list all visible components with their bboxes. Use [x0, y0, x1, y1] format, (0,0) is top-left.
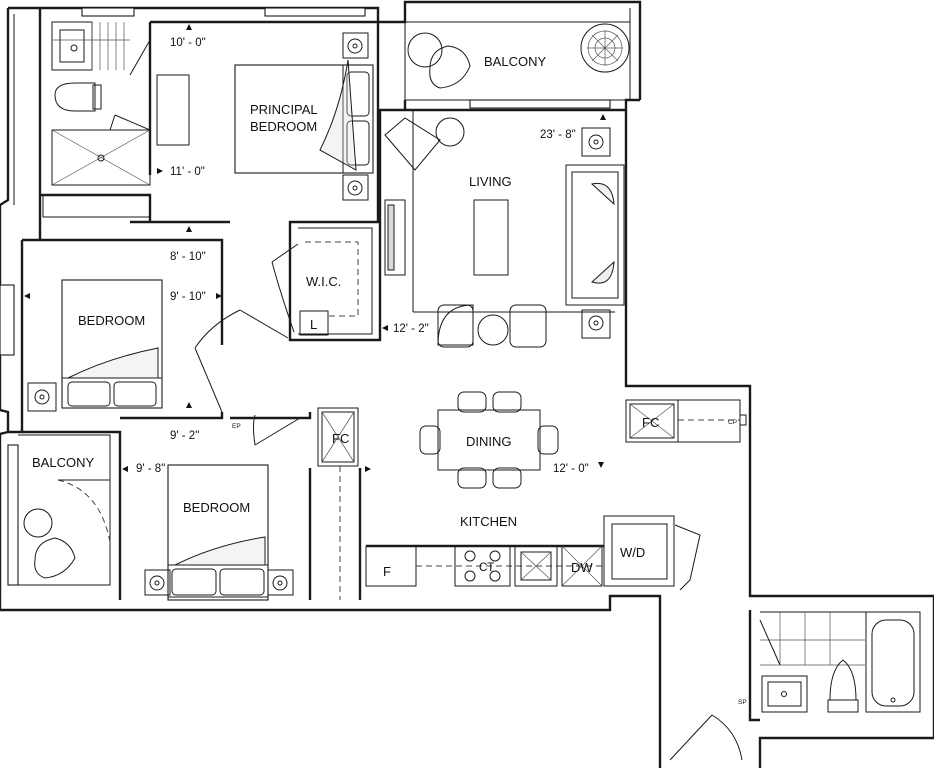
principal-bedroom-label-1: PRINCIPAL: [250, 102, 318, 117]
dim-principal-width: 10' - 0": [170, 37, 206, 49]
walk-in-closet: W.I.C. L: [271, 227, 373, 336]
fan-coil-1-label: FC: [332, 431, 349, 446]
bedroom-2: BEDROOM: [27, 194, 163, 412]
dim-dining-depth: 12' - 0": [553, 463, 589, 475]
entry-door: [669, 714, 743, 761]
ep-tag: EP: [232, 423, 241, 430]
dim-bedroom3-width: 9' - 8": [136, 463, 165, 475]
living-room: LIVING: [384, 110, 625, 348]
dim-principal-depth: 11' - 0": [170, 166, 205, 178]
top-windows: [0, 7, 611, 586]
sp-tag: SP: [738, 699, 747, 706]
dim-bedroom2-depth: 9' - 10": [170, 291, 206, 303]
linen-label: L: [310, 317, 317, 332]
main-bathroom: SP: [738, 610, 921, 722]
principal-ensuite: [51, 21, 190, 186]
bedroom3-label: BEDROOM: [183, 500, 250, 515]
bedroom-3: BEDROOM: [144, 309, 301, 601]
fan-coil-2-label: FC: [642, 415, 659, 430]
fridge-label: F: [383, 564, 391, 579]
cooktop-label: CT: [479, 562, 494, 574]
dimension-labels: 10' - 0" 11' - 0" 23' - 8" 12' - 2" 8' -…: [24, 24, 606, 475]
planter-icon: [580, 23, 630, 73]
kitchen-label: KITCHEN: [460, 514, 517, 529]
bar-stools: [437, 304, 547, 348]
laundry-label: W/D: [620, 545, 645, 560]
fan-coil-2: FC CP: [625, 399, 747, 443]
living-label: LIVING: [469, 174, 512, 189]
dining-label: DINING: [466, 434, 512, 449]
balcony-top-label: BALCONY: [484, 54, 546, 69]
kitchen: KITCHEN F CT DW W/D FC: [317, 407, 701, 600]
top-balcony: BALCONY: [404, 21, 631, 101]
principal-bedroom: PRINCIPAL BEDROOM: [234, 32, 374, 201]
dining-area: DINING: [419, 391, 559, 489]
wic-label: W.I.C.: [306, 274, 341, 289]
left-balcony: BALCONY: [23, 455, 111, 579]
dim-bedroom2-width: 8' - 10": [170, 251, 206, 263]
balcony-left-label: BALCONY: [32, 455, 94, 470]
dim-living-depth: 12' - 2": [393, 323, 429, 335]
bedroom2-label: BEDROOM: [78, 313, 145, 328]
tv: [384, 199, 406, 276]
cp-tag: CP: [728, 419, 737, 426]
sofa: [565, 164, 625, 306]
principal-bedroom-label-2: BEDROOM: [250, 119, 317, 134]
dim-living-width: 23' - 8": [540, 129, 576, 141]
dim-bedroom3-top: 9' - 2": [170, 430, 199, 442]
dishwasher-label: DW: [571, 560, 593, 575]
